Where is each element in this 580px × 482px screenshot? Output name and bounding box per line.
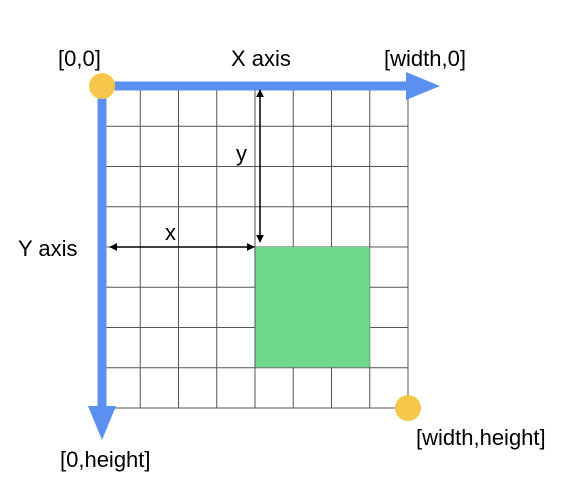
y-axis-label: Y axis — [18, 236, 78, 261]
bottom-right-dot — [395, 395, 421, 421]
width-zero-label: [width,0] — [384, 46, 466, 71]
y-offset-label: y — [236, 141, 247, 166]
x-axis-label: X axis — [231, 46, 291, 71]
x-axis-arrow — [102, 72, 440, 100]
y-axis-arrow — [88, 86, 116, 440]
origin-label: [0,0] — [58, 46, 101, 71]
width-height-label: [width,height] — [416, 425, 546, 450]
origin-dot — [89, 73, 115, 99]
x-offset-label: x — [165, 220, 176, 245]
zero-height-label: [0,height] — [60, 447, 151, 472]
positioned-rectangle — [255, 247, 370, 368]
